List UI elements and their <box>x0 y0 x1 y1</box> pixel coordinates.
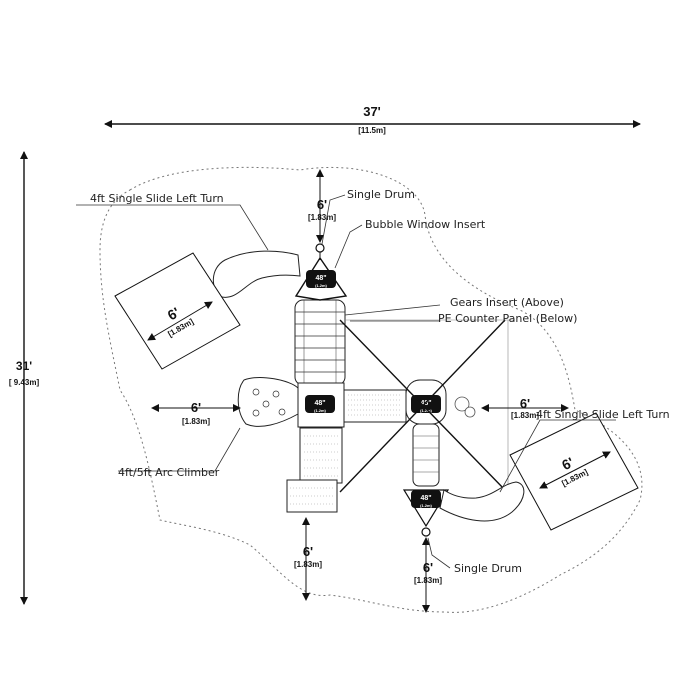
deck-main <box>305 395 335 413</box>
label-bubble-window: Bubble Window Insert <box>365 218 486 231</box>
overall-depth-ft: 31' <box>16 359 32 373</box>
overall-depth-m: [ 9.43m] <box>9 378 40 387</box>
clearance-square-bottom-right <box>509 412 639 531</box>
slide-top-left <box>212 250 301 298</box>
clearance-square-top-left <box>114 252 241 370</box>
deck-bottom <box>411 490 441 508</box>
clearance-left-m: [1.83m] <box>182 417 210 426</box>
label-arc-climber: 4ft/5ft Arc Climber <box>118 466 220 479</box>
deck-bottom-metric: (1.2m) <box>420 503 432 508</box>
clearance-bottom-right-m: [1.83m] <box>414 576 442 585</box>
callout-leaders <box>76 194 616 569</box>
deck-right <box>411 395 441 413</box>
deck-right-metric: (1.2m) <box>420 408 432 413</box>
deck-top <box>306 270 336 288</box>
deck-top-height: 48" <box>315 275 326 282</box>
clearance-bottom-left-ft: 6' <box>303 544 313 559</box>
deck-bottom-height: 48" <box>420 495 431 502</box>
clearance-bottom-left-m: [1.83m] <box>294 560 322 569</box>
label-slide-left-1: 4ft Single Slide Left Turn <box>90 192 224 205</box>
overall-width-m: [11.5m] <box>358 126 386 135</box>
use-zone-boundary <box>99 166 643 613</box>
arc-climber-holds <box>252 388 286 417</box>
gears-icon <box>454 396 476 418</box>
label-gears-insert: Gears Insert (Above) <box>450 296 564 309</box>
clearance-left-ft: 6' <box>191 400 201 415</box>
label-single-drum-top: Single Drum <box>347 188 415 201</box>
bridge <box>343 389 407 423</box>
slide-bottom-right <box>439 481 525 522</box>
label-slide-left-2: 4ft Single Slide Left Turn <box>536 408 670 421</box>
label-single-drum-bottom: Single Drum <box>454 562 522 575</box>
clearance-top-ft: 6' <box>317 197 327 212</box>
pe-counter-frame <box>339 319 515 493</box>
deck-top-metric: (1.2m) <box>315 283 327 288</box>
deck-main-metric: (1.2m) <box>314 408 326 413</box>
deck-main-height: 48" <box>314 400 325 407</box>
label-pe-counter: PE Counter Panel (Below) <box>438 312 577 325</box>
tower-roof-ribbed <box>294 299 346 386</box>
clearance-top-m: [1.83m] <box>308 213 336 222</box>
clearance-bottom-right-ft: 6' <box>423 560 433 575</box>
lower-tower-grid <box>286 427 343 513</box>
overall-width-ft: 37' <box>363 104 381 119</box>
clearance-right-m: [1.83m] <box>511 411 539 420</box>
tube-climber <box>412 423 440 487</box>
clearance-right-ft: 6' <box>520 396 530 411</box>
deck-right-height: 48" <box>420 400 431 407</box>
